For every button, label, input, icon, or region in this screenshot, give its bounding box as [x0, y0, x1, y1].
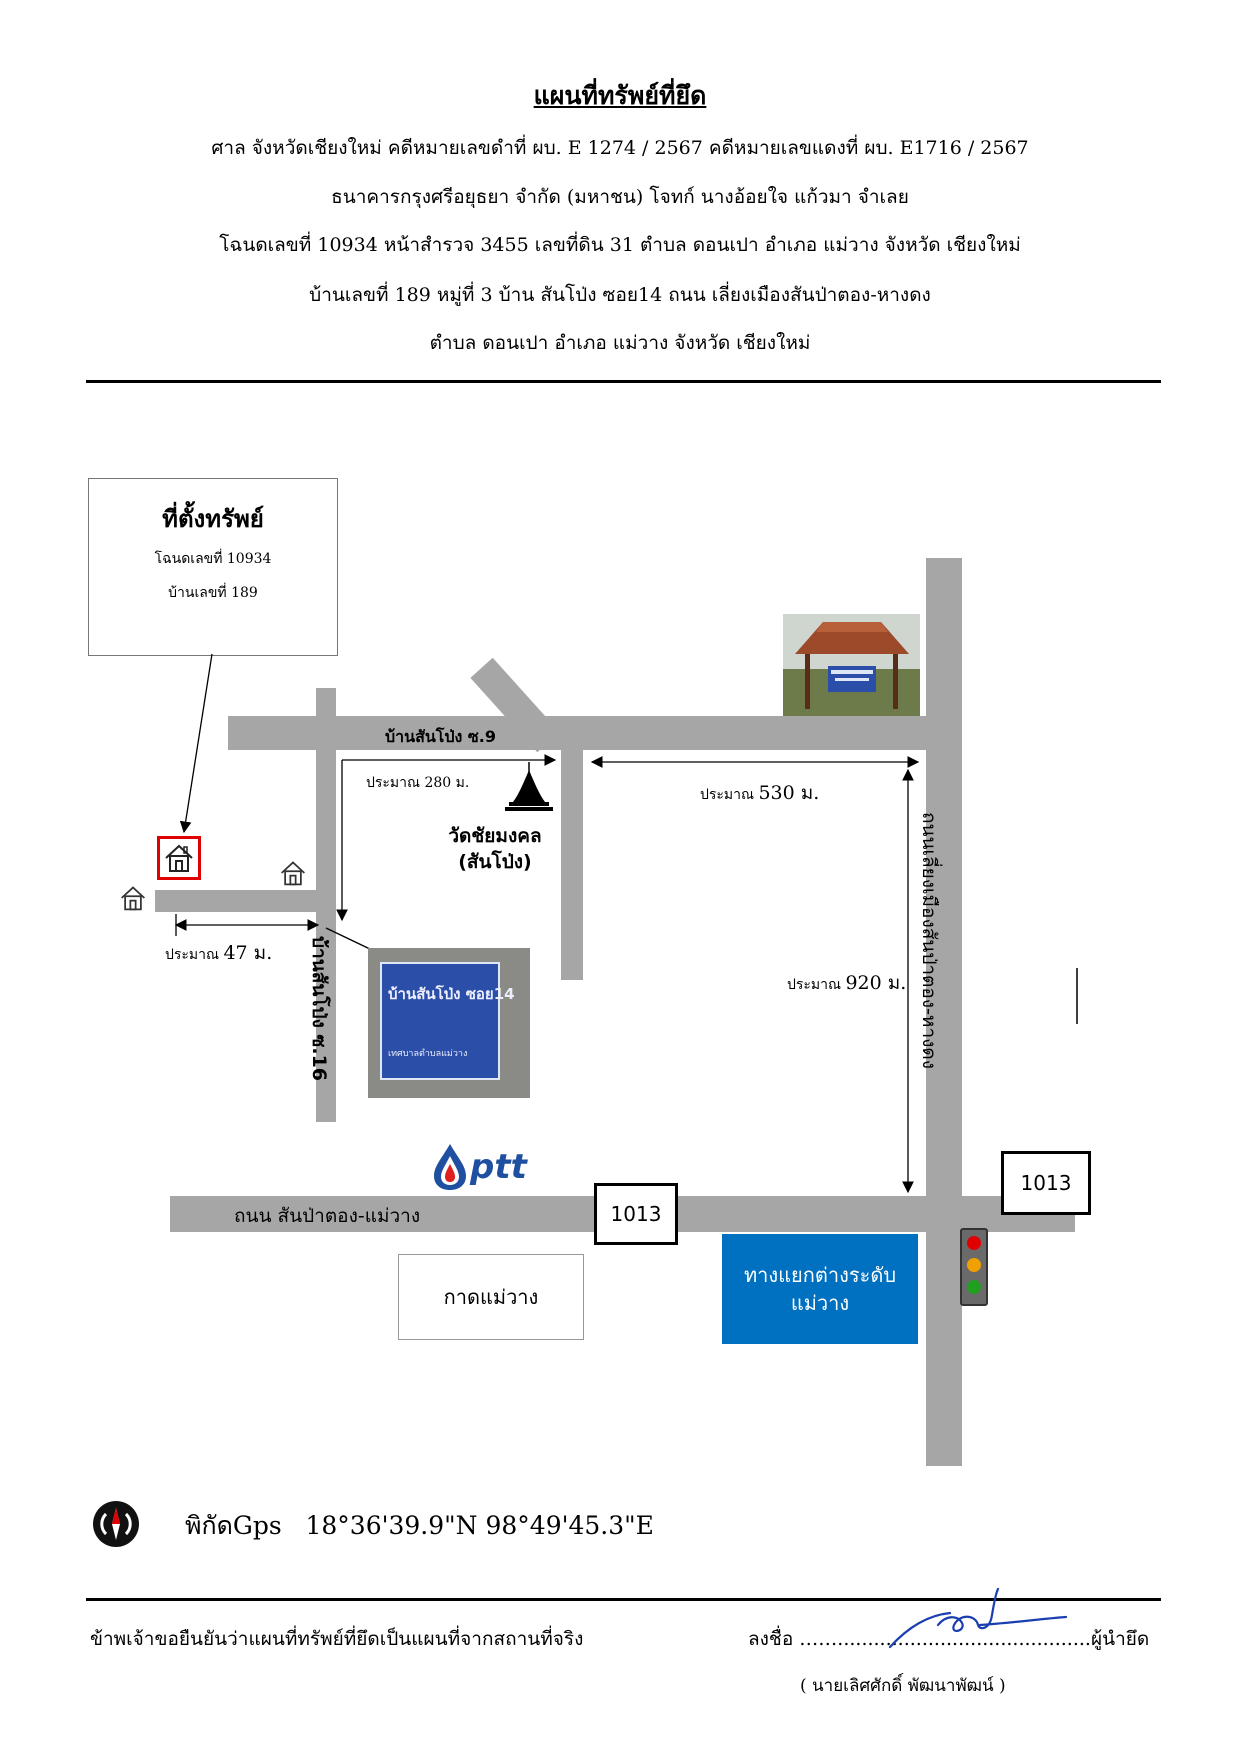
- district-line: ตำบล ดอนเปา อำเภอ แม่วาง จังหวัด เชียงให…: [429, 332, 811, 354]
- property-location-box: ที่ตั้งทรัพย์ โฉนดเลขที่ 10934 บ้านเลขที…: [88, 478, 338, 656]
- house-icon: [165, 844, 193, 872]
- road-soi16: [316, 688, 336, 1122]
- pointer-line-property: [179, 653, 213, 834]
- road-branch: [561, 735, 583, 980]
- label-dist-920: ประมาณ 920 ม.: [787, 972, 907, 994]
- address-line: บ้านเลขที่ 189 หมู่ที่ 3 บ้าน สันโป่ง ซอ…: [309, 284, 931, 306]
- pavilion-photo: [783, 614, 920, 716]
- label-dist-47: ประมาณ 47 ม.: [165, 942, 273, 964]
- route-1013-box-east: 1013: [1001, 1151, 1091, 1215]
- pointer-line-sign: [325, 927, 373, 951]
- street-sign-photo: บ้านสันโป่ง ซอย14 เทศบาลตำบลแม่วาง: [368, 948, 530, 1098]
- compass-icon: [93, 1501, 139, 1547]
- temple-label: วัดชัยมงคล (สันโป่ง): [448, 825, 542, 873]
- handwritten-signature: [888, 1587, 1068, 1649]
- location-box-house: บ้านเลขที่ 189: [168, 585, 258, 601]
- road-soi9-label: บ้านสันโป่ง ซ.9: [385, 727, 496, 746]
- road-main-label: ถนน สันป่าตอง-แม่วาง: [234, 1205, 421, 1227]
- traffic-light-icon: [960, 1228, 988, 1306]
- page-title: แผนที่ทรัพย์ที่ยึด: [533, 81, 707, 110]
- footer-divider: [86, 1598, 1161, 1601]
- street-sign: บ้านสันโป่ง ซอย14 เทศบาลตำบลแม่วาง: [380, 962, 515, 1080]
- interchange-box: ทางแยกต่างระดับ แม่วาง: [722, 1234, 918, 1344]
- road-lane-property: [155, 890, 320, 912]
- house-icon: [121, 886, 145, 911]
- property-marker: [157, 836, 201, 880]
- gps-coordinates: พิกัดGps 18°36'39.9"N 98°49'45.3"E: [185, 1506, 654, 1546]
- case-line: ศาล จังหวัดเชียงใหม่ คดีหมายเลขดำที่ ผบ.…: [211, 137, 1029, 159]
- house-icon: [281, 861, 305, 886]
- confirmation-statement: ข้าพเจ้าขอยืนยันว่าแผนที่ทรัพย์ที่ยึดเป็…: [90, 1628, 584, 1650]
- route-1013-box-main: 1013: [594, 1183, 678, 1245]
- label-dist-280: ประมาณ 280 ม.: [366, 775, 470, 791]
- location-box-deed: โฉนดเลขที่ 10934: [154, 551, 272, 567]
- ptt-drop-icon: [434, 1144, 466, 1190]
- location-box-title: ที่ตั้งทรัพย์: [162, 504, 264, 533]
- deed-line: โฉนดเลขที่ 10934 หน้าสำรวจ 3455 เลขที่ดิ…: [219, 234, 1021, 256]
- parties-line: ธนาคารกรุงศรีอยุธยา จำกัด (มหาชน) โจทก์ …: [331, 186, 909, 208]
- market-kad-mae-wang: กาดแม่วาง: [398, 1254, 584, 1340]
- gps-value: 18°36'39.9"N 98°49'45.3"E: [305, 1511, 654, 1540]
- ptt-logo: ptt: [432, 1140, 562, 1194]
- road-bypass: [926, 558, 962, 1466]
- header-divider: [86, 380, 1161, 383]
- gps-label: พิกัดGps: [185, 1511, 282, 1540]
- label-dist-530: ประมาณ 530 ม.: [700, 782, 820, 804]
- temple-stupa-icon: [505, 762, 553, 811]
- signer-name: ( นายเลิศศักดิ์ พัฒนาพัฒน์ ): [800, 1676, 1006, 1696]
- signature-line: ลงชื่อ ……...............................…: [748, 1628, 1150, 1650]
